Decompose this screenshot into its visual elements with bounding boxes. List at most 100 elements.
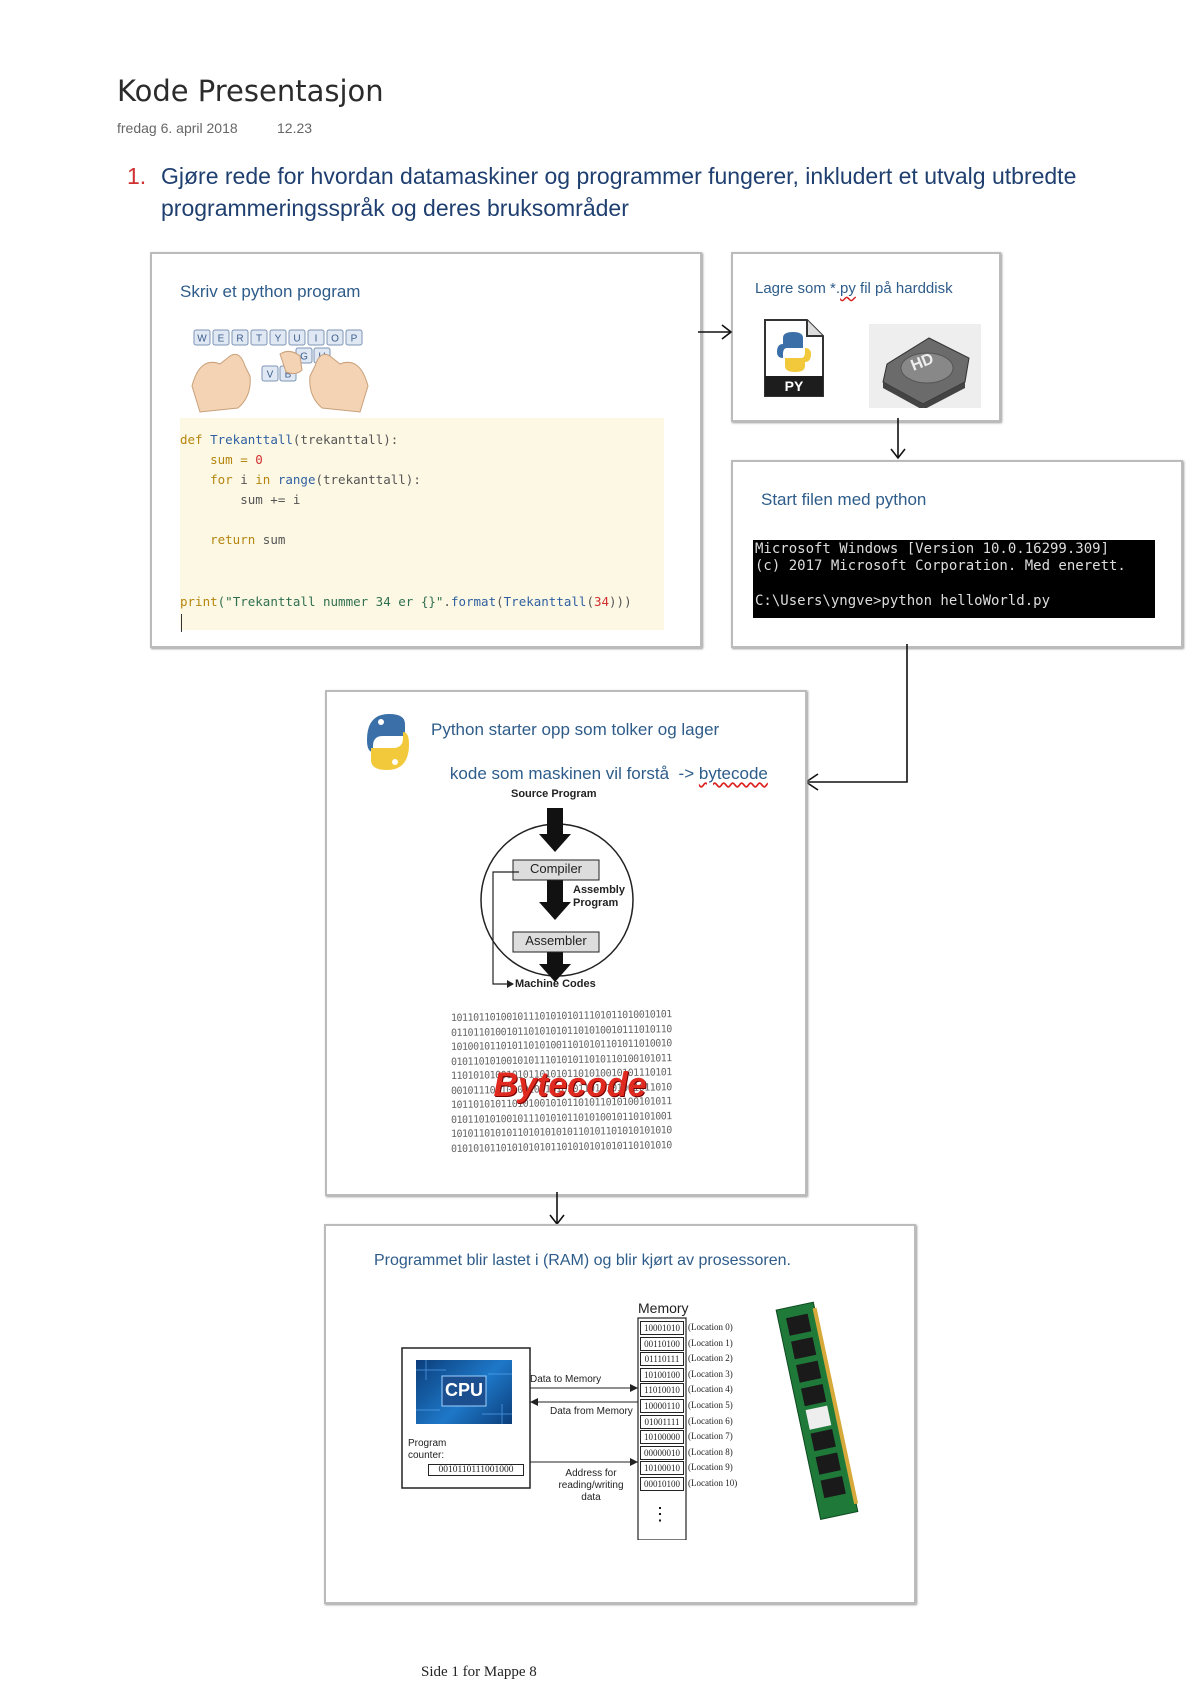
memory-value: 10100010 bbox=[640, 1461, 684, 1476]
memory-location: (Location 1) bbox=[688, 1337, 733, 1348]
keyboard-key-label: W bbox=[197, 334, 207, 345]
program-counter-label-1: Program bbox=[408, 1438, 447, 1449]
arrow-step1-to-step2 bbox=[698, 324, 733, 340]
step1-box: Skriv et python program WERTYUIOPGHVB de… bbox=[150, 252, 702, 648]
keyboard-key-label: O bbox=[331, 334, 339, 345]
memory-row: 10100100 (Location 3) bbox=[638, 1367, 766, 1382]
memory-location: (Location 7) bbox=[688, 1431, 733, 1442]
python-logo-icon bbox=[357, 710, 419, 774]
code-text: ( bbox=[496, 594, 504, 609]
step3-box: Start filen med python Microsoft Windows… bbox=[731, 460, 1183, 648]
bytecode-image: 1011011010010111010101011101011010010101… bbox=[451, 1010, 687, 1162]
code-function: Trekanttall bbox=[503, 594, 587, 609]
code-keyword: for bbox=[180, 472, 233, 487]
data-to-memory-label: Data to Memory bbox=[530, 1374, 602, 1385]
memory-value: 10100000 bbox=[640, 1430, 684, 1445]
code-number: 34 bbox=[593, 594, 610, 609]
memory-title: Memory bbox=[638, 1300, 689, 1316]
code-text: sum bbox=[255, 532, 286, 547]
page-title: Kode Presentasjon bbox=[117, 74, 384, 108]
step5-title: Programmet blir lastet i (RAM) og blir k… bbox=[374, 1252, 791, 1269]
keyboard-key bbox=[250, 329, 268, 346]
memory-location: (Location 9) bbox=[688, 1462, 733, 1473]
assembly-label-2: Program bbox=[573, 897, 619, 909]
memory-location: (Location 10) bbox=[688, 1478, 738, 1488]
memory-value: 11010010 bbox=[640, 1383, 684, 1398]
memory-value: 00000010 bbox=[640, 1445, 684, 1460]
arrow-step3-to-step4 bbox=[804, 644, 908, 791]
step2-title-post: fil på harddisk bbox=[855, 280, 953, 297]
step5-box: Programmet blir lastet i (RAM) og blir k… bbox=[324, 1224, 916, 1604]
keyboard-key-label: T bbox=[256, 334, 262, 345]
arrow-step4-to-step5 bbox=[549, 1192, 565, 1226]
heading-text: Gjøre rede for hvordan datamaskiner og p… bbox=[161, 163, 1077, 221]
keyboard-key-label: P bbox=[351, 334, 358, 345]
code-number: 0 bbox=[255, 452, 263, 467]
typing-hands-image: WERTYUIOPGHVB bbox=[190, 326, 370, 414]
step4-title-line2: kode som maskinen vil forstå -> bytecode bbox=[431, 744, 768, 804]
code-text: ( bbox=[586, 594, 594, 609]
memory-location: (Location 6) bbox=[688, 1415, 733, 1426]
file-extension-label: PY bbox=[784, 378, 804, 394]
compiler-label: Compiler bbox=[529, 861, 582, 876]
step2-box: Lagre som *.py fil på harddisk PY HD bbox=[731, 252, 1001, 422]
cpu-chip-icon: CPU bbox=[416, 1360, 512, 1424]
code-keyword: def bbox=[180, 432, 203, 447]
keyboard-key bbox=[307, 329, 325, 346]
code-function: print bbox=[180, 594, 218, 609]
svg-text:⋮: ⋮ bbox=[651, 1504, 669, 1524]
keyboard-key-label: B bbox=[285, 370, 292, 381]
step4-title-line1: Python starter opp som tolker og lager bbox=[431, 720, 720, 739]
address-label-1: Address for bbox=[565, 1468, 617, 1479]
memory-value: 00010100 bbox=[640, 1477, 684, 1491]
keyboard-key-label: R bbox=[236, 334, 243, 345]
terminal-line: (c) 2017 Microsoft Corporation. Med ener… bbox=[755, 558, 1126, 574]
code-function: Trekanttall bbox=[210, 432, 293, 447]
keyboard-key bbox=[269, 329, 287, 346]
cpu-label: CPU bbox=[444, 1380, 483, 1400]
keyboard-key-label: Y bbox=[275, 334, 282, 345]
machine-codes-label: Machine Codes bbox=[515, 978, 596, 990]
keyboard-key bbox=[212, 329, 230, 346]
address-label-2: reading/writing bbox=[558, 1480, 624, 1491]
keyboard-key-label: V bbox=[267, 370, 274, 381]
keyboard-key bbox=[193, 329, 211, 346]
memory-value: 10001010 bbox=[640, 1321, 684, 1335]
program-counter-value: 0010110111001000 bbox=[428, 1464, 524, 1476]
keyboard-key bbox=[345, 329, 363, 346]
memory-row: 00110100(Location 1) bbox=[638, 1336, 766, 1351]
memory-row: 01110111(Location 2) bbox=[638, 1351, 766, 1367]
memory-value: 01001111 bbox=[640, 1414, 684, 1429]
memory-row: 00000010(Location 8) bbox=[638, 1445, 766, 1460]
memory-row: 11010010(Location 4) bbox=[638, 1382, 766, 1398]
memory-value: 10100100 bbox=[640, 1367, 684, 1382]
code-text: . bbox=[443, 594, 451, 609]
memory-row: 00010100 (Location 10) bbox=[638, 1476, 766, 1491]
keyboard-key bbox=[326, 329, 344, 346]
code-text: sum += i bbox=[180, 492, 301, 507]
keyboard-key-label: G bbox=[300, 352, 308, 363]
memory-value: 10000110 bbox=[640, 1399, 684, 1413]
code-text: (trekanttall): bbox=[292, 432, 399, 447]
memory-row: 10001010 (Location 0) bbox=[638, 1320, 766, 1335]
memory-value: 01110111 bbox=[640, 1352, 684, 1367]
step1-title: Skriv et python program bbox=[180, 282, 361, 301]
terminal-line: C:\Users\yngve>python helloWorld.py bbox=[755, 593, 1051, 609]
step3-title: Start filen med python bbox=[761, 490, 927, 509]
memory-location: (Location 3) bbox=[688, 1368, 733, 1379]
bytecode-label: Bytecode bbox=[493, 1066, 647, 1104]
step2-title-py: py bbox=[840, 280, 856, 297]
keyboard-key bbox=[231, 329, 249, 346]
text-cursor bbox=[181, 614, 182, 632]
code-text: (trekanttall): bbox=[315, 472, 421, 487]
page-date: fredag 6. april 2018 bbox=[117, 120, 238, 136]
memory-location: (Location 0) bbox=[688, 1322, 733, 1332]
memory-row: 10100000 (Location 7) bbox=[638, 1429, 766, 1445]
heading-number: 1. bbox=[127, 163, 147, 189]
code-string: ("Trekanttall nummer 34 er {}" bbox=[217, 594, 444, 609]
keyboard-key-label: I bbox=[315, 334, 318, 345]
memory-location: (Location 5) bbox=[688, 1400, 733, 1410]
code-function: range bbox=[270, 472, 316, 487]
python-code-block: def Trekanttall(trekanttall): sum = 0 fo… bbox=[180, 418, 664, 632]
assembler-label: Assembler bbox=[525, 933, 587, 948]
